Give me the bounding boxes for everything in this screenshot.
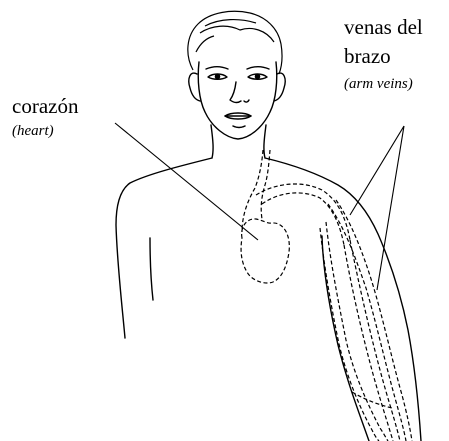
heart-label: corazón: [12, 94, 79, 118]
veins-label-line2: brazo: [344, 44, 391, 68]
veins-leader-line-1: [350, 126, 404, 215]
nose: [230, 82, 241, 102]
heart-outline: [241, 219, 289, 283]
torso-right: [265, 158, 421, 441]
arm-veins: [242, 150, 412, 441]
veins-translation: (arm veins): [344, 76, 413, 92]
heart-translation: (heart): [12, 123, 54, 139]
torso-left: [116, 158, 212, 338]
veins-label-line1: venas del: [344, 15, 423, 39]
heart-leader-line: [115, 123, 258, 240]
neck: [211, 125, 213, 158]
